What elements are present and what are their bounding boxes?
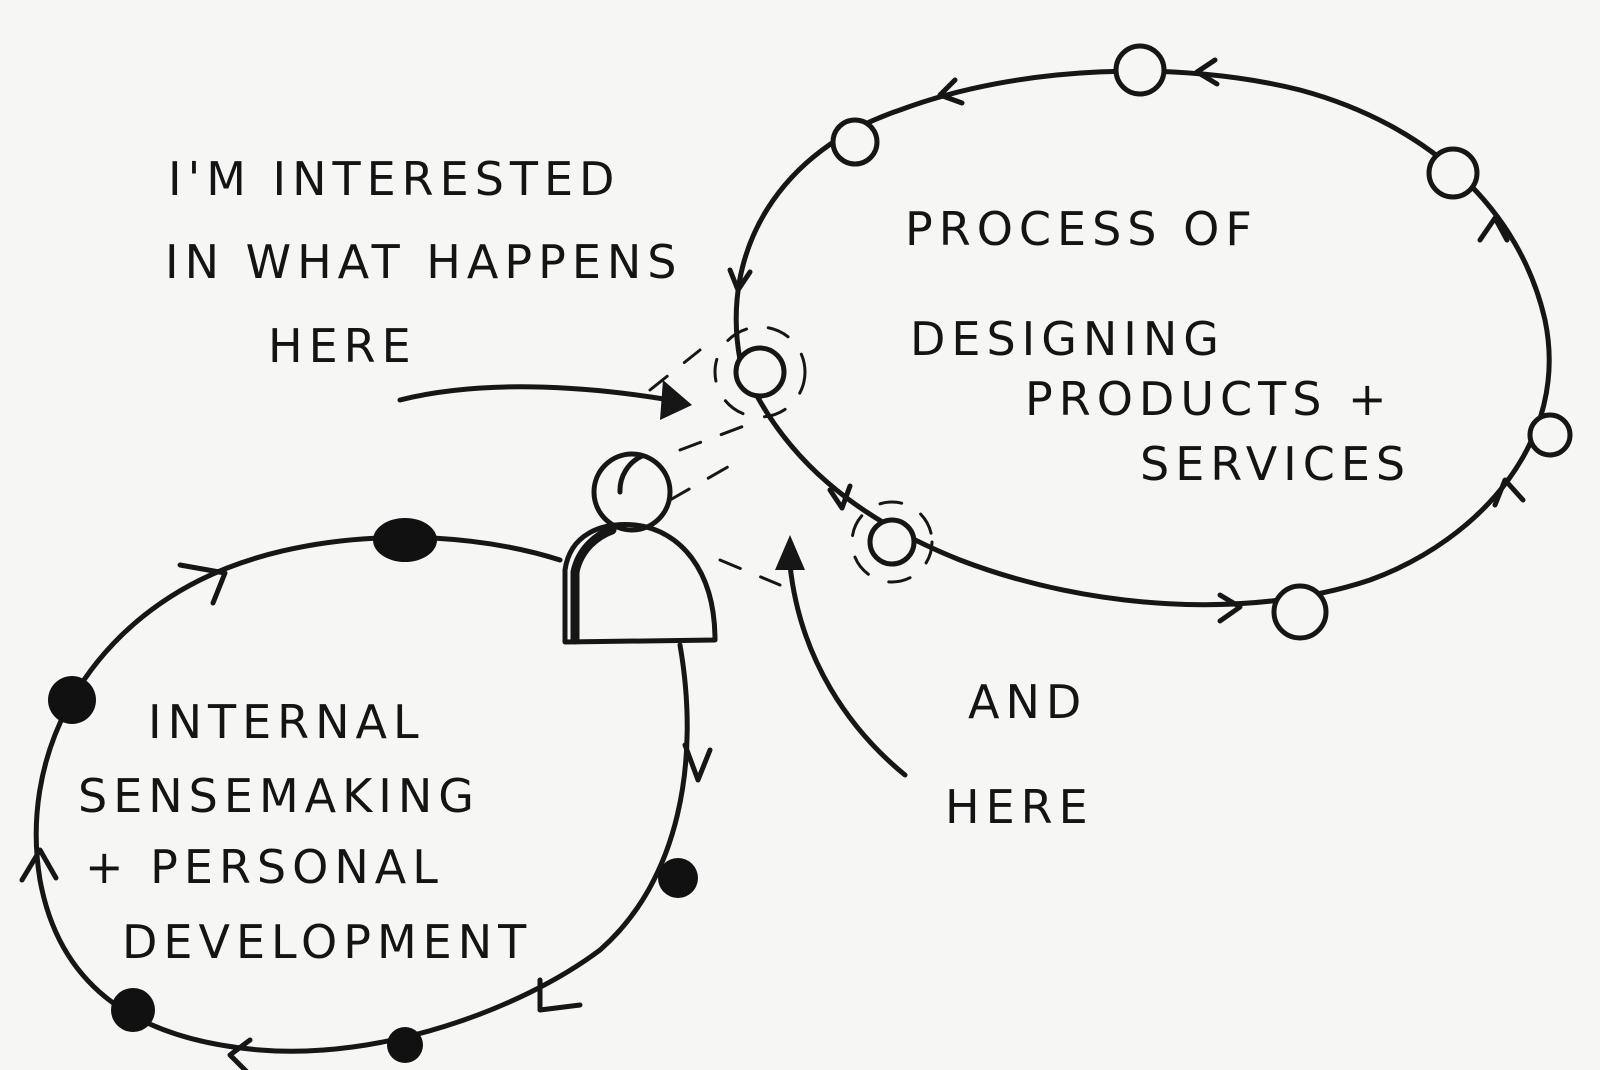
open-node	[1426, 146, 1480, 200]
filled-node	[658, 858, 698, 898]
filled-node	[48, 676, 96, 724]
arrow-icon	[827, 483, 853, 511]
highlight-ring	[713, 325, 807, 419]
filled-node	[111, 988, 155, 1032]
annotation-bottom: AND HERE	[945, 675, 1108, 834]
arrow-icon	[682, 742, 713, 783]
filled-node	[373, 518, 437, 562]
arrow-icon	[1477, 215, 1510, 243]
open-node-highlighted	[867, 517, 917, 567]
arrowhead-icon	[660, 380, 692, 420]
arrow-icon	[537, 977, 583, 1013]
pointer-arrow-bottom	[787, 562, 908, 778]
annotation-top: I'M INTERESTED IN WHAT HAPPENS HERE	[165, 152, 703, 373]
arrow-icon	[1492, 477, 1526, 508]
open-node-highlighted	[733, 345, 787, 399]
personal-development-loop: INTERNAL SENSEMAKING + PERSONAL DEVELOPM…	[19, 518, 713, 1070]
open-node	[1527, 412, 1573, 458]
design-loop-label: PROCESS OF DESIGNING PRODUCTS + SERVICES	[905, 202, 1413, 491]
highlight-ring	[850, 500, 934, 584]
arrow-icon	[937, 77, 965, 106]
person-icon	[562, 348, 782, 645]
arrow-icon	[1194, 57, 1220, 87]
open-node	[1113, 43, 1167, 97]
arrow-icon	[19, 847, 59, 883]
arrow-icon	[177, 562, 228, 606]
filled-node	[387, 1027, 423, 1063]
open-node	[1271, 583, 1329, 641]
arrowhead-icon	[775, 535, 805, 570]
arrow-icon	[1217, 592, 1243, 624]
arrow-icon	[727, 267, 753, 293]
open-node	[830, 117, 880, 167]
design-process-loop: PROCESS OF DESIGNING PRODUCTS + SERVICES	[713, 43, 1573, 641]
pointer-arrow-top	[397, 384, 673, 403]
personal-loop-label: INTERNAL SENSEMAKING + PERSONAL DEVELOPM…	[78, 695, 532, 969]
arrow-icon	[227, 1037, 253, 1070]
